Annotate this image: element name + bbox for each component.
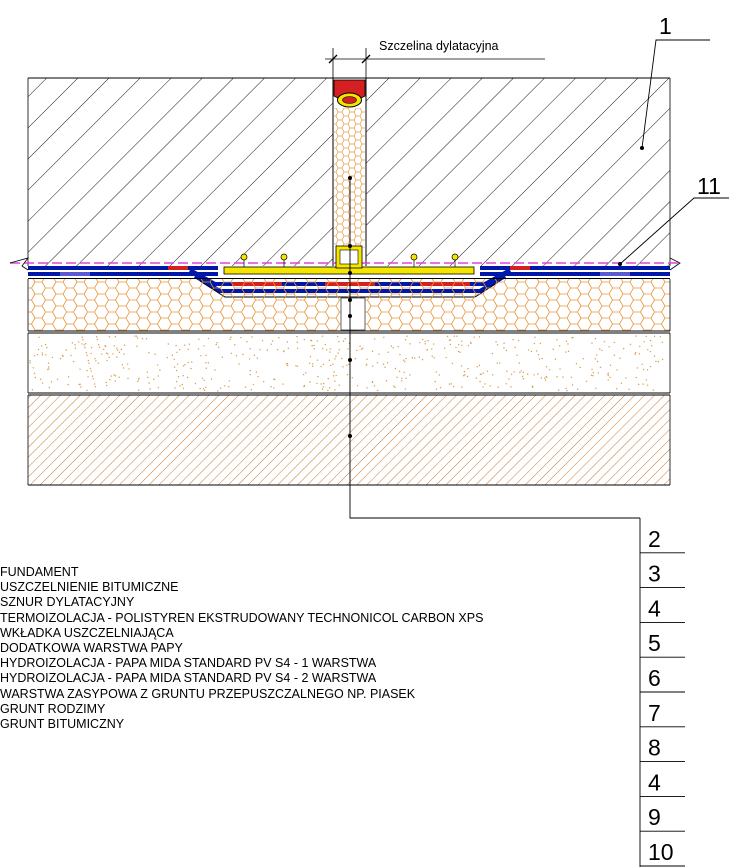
legend-item: FUNDAMENT [0, 565, 79, 579]
native-soil-layer [27, 394, 671, 486]
callout-1: 1 [659, 13, 672, 39]
legend-number: 2 [648, 526, 661, 552]
legend-number: 3 [648, 561, 661, 587]
break-lines [9, 257, 681, 271]
gap-dimension [325, 48, 545, 78]
legend-item: WKŁADKA USZCZELNIAJĄCA [0, 625, 174, 640]
legend-number: 5 [648, 630, 661, 656]
legend-number: 4 [648, 595, 661, 621]
leader-lines [349, 39, 729, 519]
legend-item: HYDROIZOLACJA - PAPA MIDA STANDARD PV S4… [0, 656, 377, 671]
callout-11: 11 [697, 173, 721, 199]
legend-item: DODATKOWA WARSTWA PAPY [0, 641, 183, 656]
legend-number-column: 2 3 4 5 6 7 8 4 9 10 [639, 518, 685, 867]
bitumen-seal-top [333, 79, 366, 108]
legend-item: HYDROIZOLACJA - PAPA MIDA STANDARD PV S4… [0, 671, 377, 686]
legend-number: 9 [648, 804, 661, 830]
thermal-insulation-xps [27, 279, 671, 332]
legend-item: SZNUR DYLATACYJNY [0, 595, 135, 610]
concrete-foundation [27, 77, 671, 266]
legend-item: USZCZELNIENIE BITUMICZNE [0, 580, 179, 595]
gap-dimension-label: Szczelina dylatacyjna [379, 39, 499, 53]
legend-number: 7 [648, 700, 661, 726]
legend-number: 10 [648, 839, 674, 865]
sand-backfill-layer [27, 332, 671, 394]
legend-item: GRUNT RODZIMY [0, 701, 106, 716]
legend-item: GRUNT BITUMICZNY [0, 717, 125, 732]
legend-item: TERMOIZOLACJA - POLISTYREN EKSTRUDOWANY … [0, 610, 484, 625]
legend-number: 6 [648, 665, 661, 691]
leader-dots [348, 146, 644, 438]
legend-number: 4 [648, 769, 661, 795]
legend-number: 8 [648, 735, 661, 761]
legend-item: WARSTWA ZASYPOWA Z GRUNTU PRZEPUSZCZALNE… [0, 686, 416, 701]
